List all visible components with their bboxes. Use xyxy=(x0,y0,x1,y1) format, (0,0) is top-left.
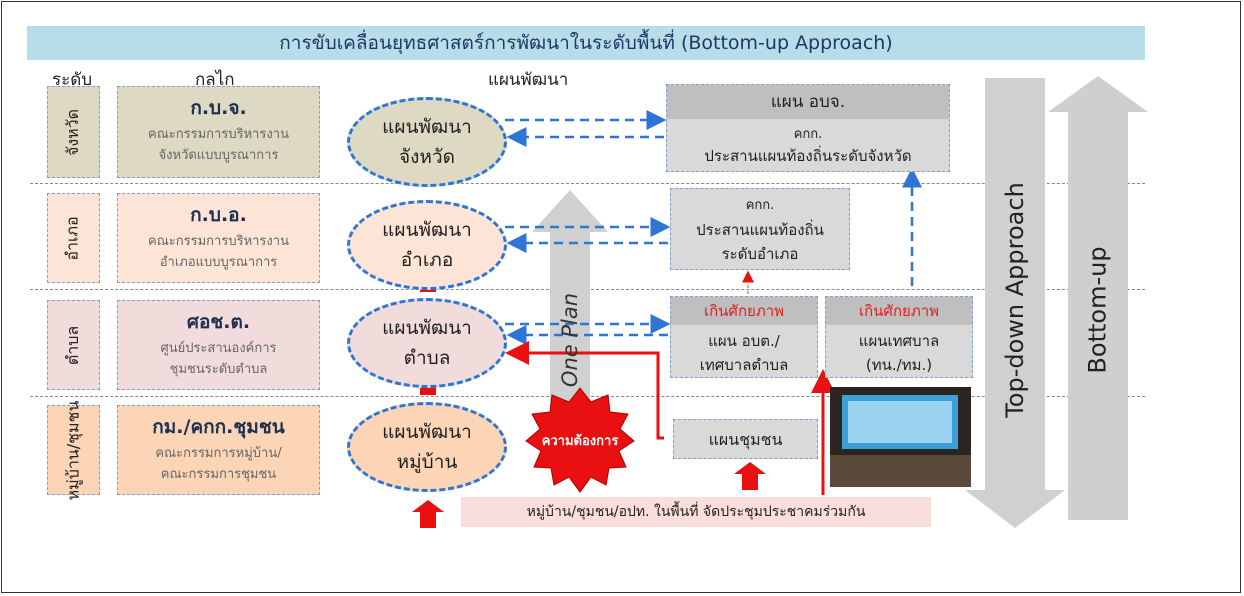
red-up-arrow xyxy=(734,462,766,490)
mechanism-kbj: ก.บ.จ. คณะกรรมการบริหารงาน จังหวัดแบบบูร… xyxy=(117,86,320,178)
level-province: จังหวัด xyxy=(47,86,100,178)
community-plan-box: แผนชุมชน xyxy=(673,419,818,459)
red-up-arrow xyxy=(412,500,444,528)
plan-district: แผนพัฒนาอำเภอ xyxy=(347,200,507,290)
mechanism-kbo: ก.บ.อ. คณะกรรมการบริหารงาน อำเภอแบบบูรณา… xyxy=(117,193,320,283)
level-village: หมู่บ้าน/ชุมชน xyxy=(47,400,100,500)
district-local-coord-box: คกก. ประสานแผนท้องถิ่น ระดับอำเภอ xyxy=(670,188,850,270)
top-down-label-wrap: Top-down Approach xyxy=(995,110,1035,490)
tambon-plan-box: เกินศักยภาพ แผน อบต./ เทศบาลตำบล xyxy=(670,296,818,378)
meeting-photo xyxy=(830,387,971,487)
top-down-arrow xyxy=(965,78,1065,528)
plan-province: แผนพัฒนาจังหวัด xyxy=(347,97,507,187)
need-label: ความต้องการ xyxy=(541,434,619,449)
bottom-up-label: Bottom-up xyxy=(1084,246,1113,374)
need-starburst xyxy=(525,387,635,493)
one-plan-label: One Plan xyxy=(558,292,582,388)
diagram-title: การขับเคลื่อนยุทธศาสตร์การพัฒนาในระดับพื… xyxy=(27,26,1145,60)
muni-exceed-label: เกินศักยภาพ xyxy=(826,297,972,325)
one-plan-arrow xyxy=(532,190,608,410)
top-down-label: Top-down Approach xyxy=(1001,182,1030,418)
pao-plan-box: แผน อบจ. คกก. ประสานแผนท้องถิ่นระดับจังห… xyxy=(666,84,950,172)
header-level: ระดับ xyxy=(52,70,93,90)
bottom-up-arrow xyxy=(1048,76,1148,520)
bottom-up-label-wrap: Bottom-up xyxy=(1078,130,1118,490)
plan-village: แผนพัฒนาหมู่บ้าน xyxy=(347,402,507,492)
municipal-plan-box: เกินศักยภาพ แผนเทศบาล (ทน./ทม.) xyxy=(825,296,973,378)
tambon-exceed-label: เกินศักยภาพ xyxy=(671,297,817,325)
mechanism-community-committee: กม./คกก.ชุมชน คณะกรรมการหมู่บ้าน/ คณะกรร… xyxy=(117,405,320,495)
level-district: อำเภอ xyxy=(47,193,100,283)
community-meeting-note: หมู่บ้าน/ชุมชน/อปท. ในพื้นที่ จัดประชุมป… xyxy=(461,497,931,527)
plan-subdistrict: แผนพัฒนาตำบล xyxy=(347,298,507,388)
level-subdistrict: ตำบล xyxy=(47,300,100,390)
header-plan: แผนพัฒนา xyxy=(488,70,569,90)
row-separator xyxy=(30,183,1145,184)
mechanism-sochot: ศอช.ต. ศูนย์ประสานองค์การ ชุมชนระดับตำบล xyxy=(117,300,320,390)
one-plan-label-wrap: One Plan xyxy=(553,292,587,388)
pao-plan-head: แผน อบจ. xyxy=(667,85,949,119)
header-mechanism: กลไก xyxy=(195,70,235,90)
